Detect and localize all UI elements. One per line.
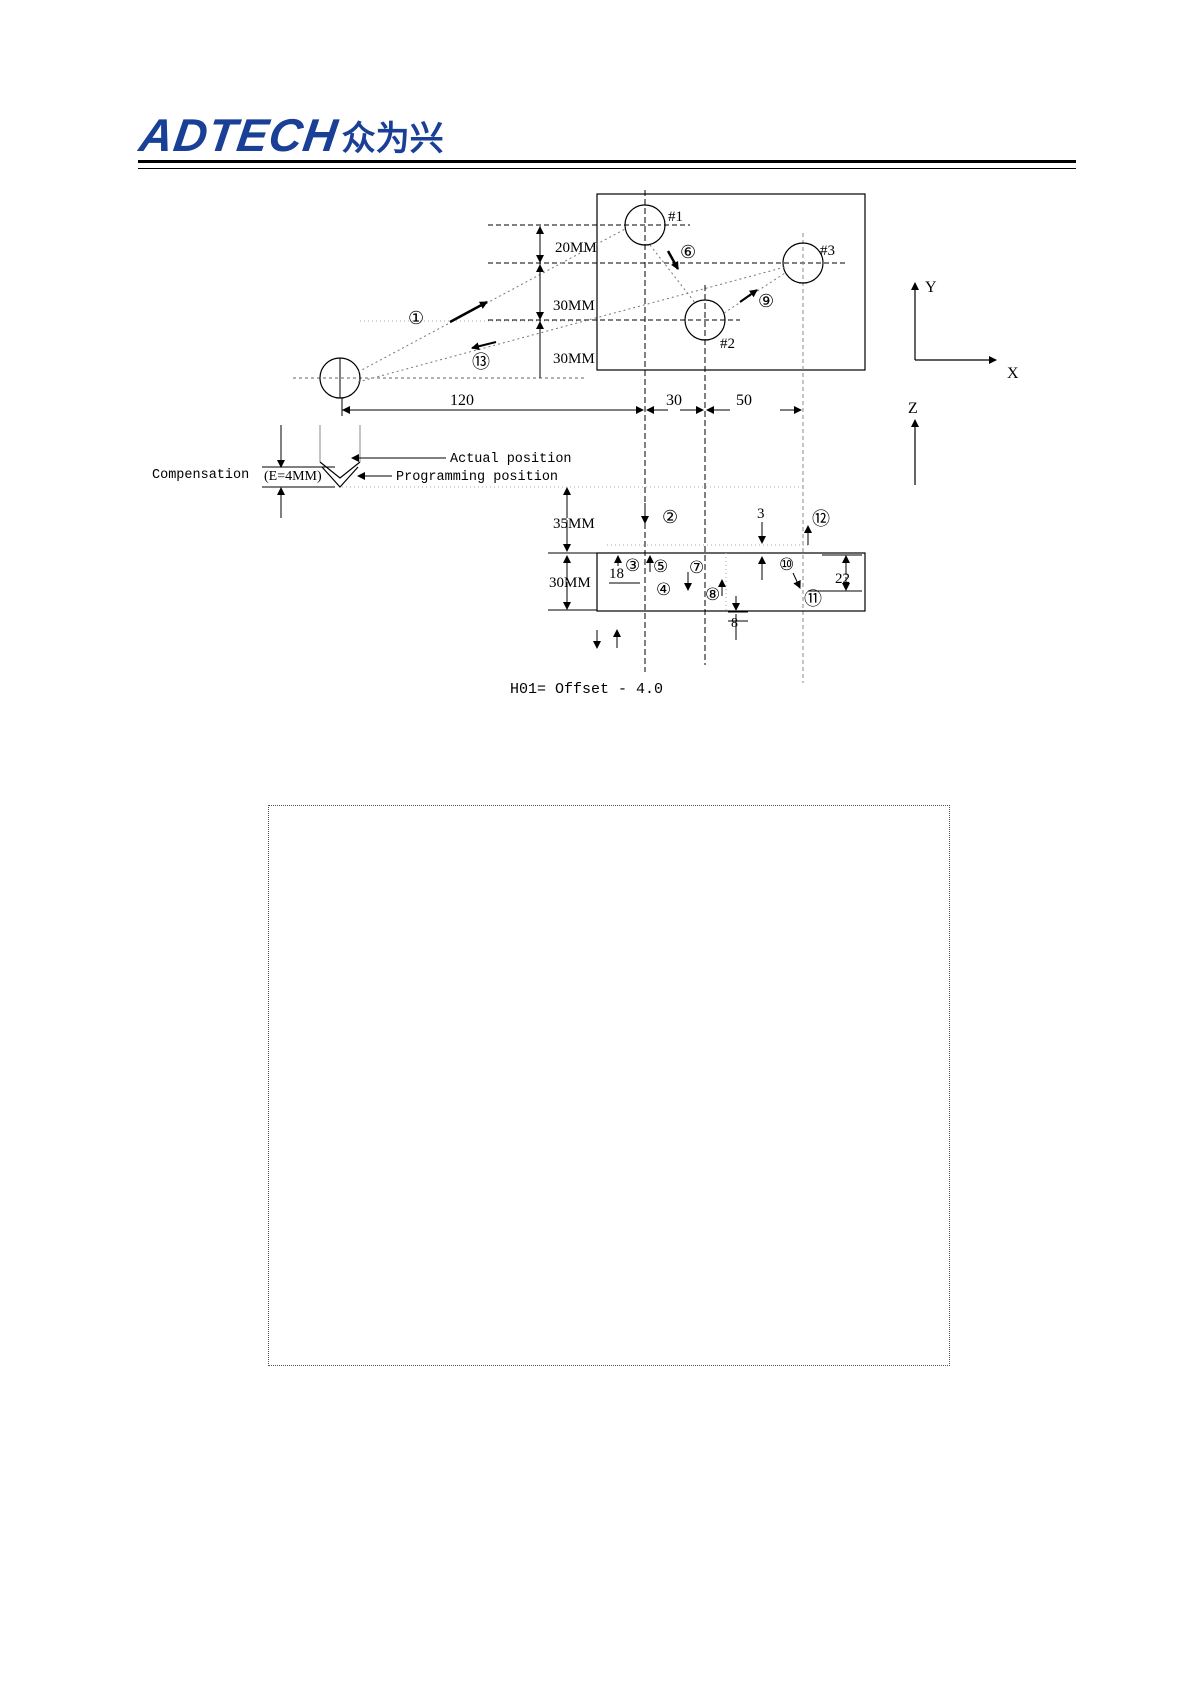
step-1: ① <box>408 308 424 328</box>
logo-brand-text: ADTECH <box>136 108 341 162</box>
x-dim-120: 120 <box>450 392 474 409</box>
hole-1-label: #1 <box>668 209 683 225</box>
step-2: ② <box>662 507 678 527</box>
header-rule-thick <box>138 160 1076 163</box>
actual-position-label: Actual position <box>450 452 572 467</box>
page-header: ADTECH 众为兴 <box>0 0 1191 180</box>
step-10: ⑩ <box>779 555 794 574</box>
step-9: ⑨ <box>758 291 774 311</box>
drill-tip-programming <box>322 467 358 487</box>
adtech-logo: ADTECH 众为兴 <box>140 110 444 160</box>
y-dim-20mm: 20MM <box>555 240 597 256</box>
offset-formula: H01= Offset - 4.0 <box>510 681 663 698</box>
z-dim-35mm: 35MM <box>553 516 595 532</box>
drilling-diagram: #1 #2 #3 ① ⑥ ⑨ ⑬ 20MM 30MM 30MM 120 30 5… <box>0 180 1191 720</box>
depth-8-label: 8 <box>731 616 738 631</box>
compensation-value: (E=4MM) <box>264 469 322 484</box>
depth-18-label: 18 <box>609 566 624 582</box>
drill-tip-actual <box>320 462 360 478</box>
arrow-step-13 <box>472 342 496 348</box>
logo-chinese-text: 众为兴 <box>342 111 444 160</box>
step-4: ④ <box>656 580 671 599</box>
step-5: ⑤ <box>653 557 668 576</box>
path-9 <box>724 273 785 313</box>
hole-3-label: #3 <box>820 243 835 259</box>
y-dim-30mm-upper: 30MM <box>553 298 595 314</box>
y-axis-label: Y <box>925 279 937 296</box>
depth-22-label: 22 <box>835 571 850 587</box>
step-3: ③ <box>625 556 640 575</box>
step-13: ⑬ <box>472 352 490 372</box>
programming-position-label: Programming position <box>396 470 558 485</box>
z-dim-30mm: 30MM <box>549 575 591 591</box>
x-dim-30: 30 <box>666 392 682 409</box>
arrow-step-1 <box>450 302 487 322</box>
step-7: ⑦ <box>689 558 704 577</box>
x-axis-label: X <box>1007 365 1019 382</box>
step-11: ⑪ <box>804 589 822 609</box>
step-12: ⑫ <box>812 509 830 529</box>
blank-program-box <box>268 805 950 1366</box>
z-axis-label: Z <box>908 400 918 417</box>
hole-2-label: #2 <box>720 336 735 352</box>
y-dim-30mm-lower: 30MM <box>553 351 595 367</box>
arrow-step-10 <box>793 573 800 588</box>
x-dim-50: 50 <box>736 392 752 409</box>
step-8: ⑧ <box>705 585 720 604</box>
header-rule-thin <box>138 168 1076 169</box>
arrow-step-9 <box>740 290 757 302</box>
step-6: ⑥ <box>680 242 696 262</box>
arrow-step-6 <box>668 251 678 269</box>
depth-3-label: 3 <box>757 506 765 522</box>
compensation-label: Compensation <box>152 468 249 483</box>
